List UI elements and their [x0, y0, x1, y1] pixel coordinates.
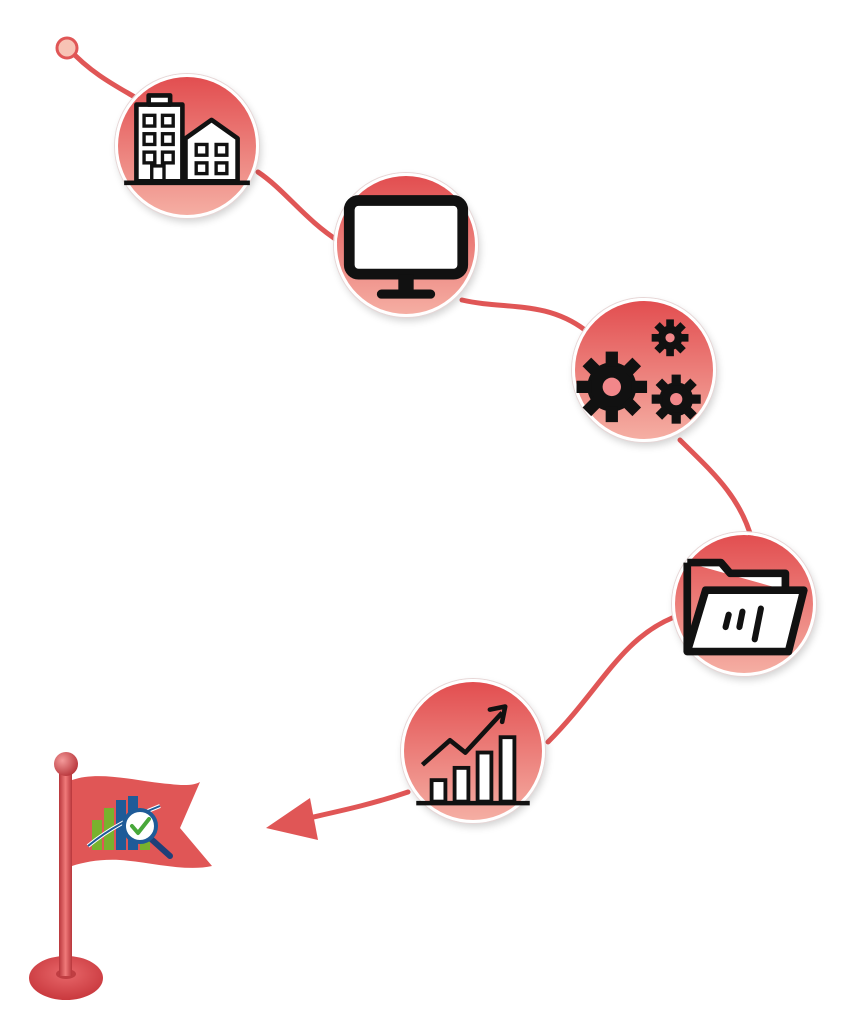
start-dot	[55, 36, 79, 60]
step-monitor	[334, 173, 478, 317]
goal-flag	[29, 752, 212, 1000]
step-gears	[572, 298, 716, 442]
flag-pole	[59, 768, 72, 976]
step-buildings	[115, 74, 259, 218]
arrow-head	[266, 798, 318, 840]
buildings-icon	[124, 93, 250, 186]
step-folder	[672, 532, 816, 676]
folder-icon	[683, 558, 808, 656]
monitor-icon	[343, 195, 469, 299]
analytics-check-icon	[86, 796, 173, 859]
path-line	[65, 45, 755, 823]
gears-icon	[576, 319, 701, 424]
flag-knob	[54, 752, 78, 776]
step-growth	[401, 679, 545, 823]
growth-chart-icon	[416, 704, 530, 806]
